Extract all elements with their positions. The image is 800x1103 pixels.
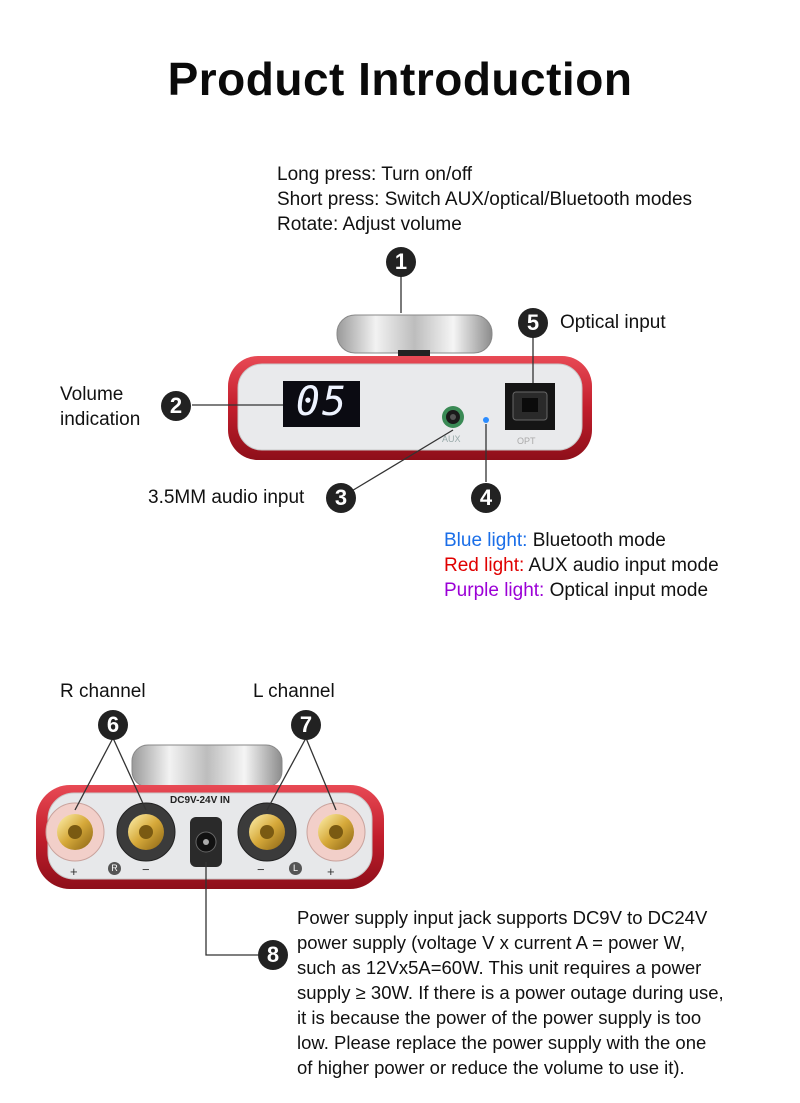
power-line: it is because the power of the power sup… — [297, 1007, 702, 1028]
legend-purple: Purple light: Optical input mode — [444, 580, 709, 601]
badge-6: 6 — [98, 710, 128, 740]
aux-jack-label: AUX — [442, 434, 461, 444]
l-minus-mark: − — [257, 862, 265, 877]
badge-1: 1 — [386, 247, 416, 277]
light-legend: Blue light: Bluetooth mode Red light: AU… — [444, 528, 719, 603]
page-title: Product Introduction — [167, 53, 633, 105]
knob-description: Long press: Turn on/off Short press: Swi… — [277, 162, 692, 237]
power-description: Power supply input jack supports DC9V to… — [297, 905, 724, 1080]
aux-input-label: 3.5MM audio input — [148, 487, 305, 508]
power-line: low. Please replace the power supply wit… — [297, 1032, 707, 1053]
rear-knob — [131, 744, 283, 788]
legend-red: Red light: AUX audio input mode — [444, 555, 719, 576]
knob-line-3: Rotate: Adjust volume — [277, 214, 462, 235]
optical-port[interactable] — [505, 383, 555, 430]
power-line: power supply (voltage V x current A = po… — [297, 932, 686, 953]
display-digits: 05 — [295, 379, 349, 425]
dc-input-label: DC9V-24V IN — [170, 795, 231, 806]
l-plus-terminal[interactable] — [306, 802, 366, 862]
l-mark: L — [289, 862, 302, 875]
leader-lines-top — [192, 276, 534, 493]
volume-line-2: indication — [60, 409, 141, 430]
volume-knob[interactable] — [336, 314, 493, 358]
r-channel-label: R channel — [60, 681, 146, 702]
power-line: supply ≥ 30W. If there is a power outage… — [297, 982, 724, 1003]
led-display — [283, 381, 360, 427]
badge-5: 5 — [518, 308, 548, 338]
r-plus-mark: + — [70, 864, 78, 879]
power-line: such as 12Vx5A=60W. This unit requires a… — [297, 957, 702, 978]
badge-8: 8 — [258, 940, 288, 970]
badge-7: 7 — [291, 710, 321, 740]
aux-jack[interactable] — [442, 406, 464, 428]
volume-description: Volume indication — [60, 382, 140, 432]
power-line: Power supply input jack supports DC9V to… — [297, 907, 708, 928]
volume-line-1: Volume — [60, 384, 124, 405]
power-line: of higher power or reduce the volume to … — [297, 1057, 685, 1078]
optical-input-label: Optical input — [560, 312, 666, 333]
r-mark: R — [108, 862, 121, 875]
l-channel-label: L channel — [253, 681, 335, 702]
badge-4: 4 — [471, 483, 501, 513]
r-minus-mark: − — [142, 862, 150, 877]
dc-power-jack[interactable] — [190, 817, 222, 867]
status-led — [483, 417, 489, 423]
knob-line-2: Short press: Switch AUX/optical/Bluetoot… — [277, 189, 693, 210]
leader-lines-bottom — [74, 737, 337, 956]
r-plus-terminal[interactable] — [45, 802, 105, 862]
optical-port-label: OPT — [517, 436, 536, 446]
l-plus-mark: + — [327, 864, 335, 879]
badge-2: 2 — [161, 391, 191, 421]
badge-3: 3 — [326, 483, 356, 513]
legend-blue: Blue light: Bluetooth mode — [444, 530, 666, 551]
l-minus-terminal[interactable] — [237, 802, 297, 862]
knob-line-1: Long press: Turn on/off — [277, 164, 473, 185]
r-minus-terminal[interactable] — [116, 802, 176, 862]
